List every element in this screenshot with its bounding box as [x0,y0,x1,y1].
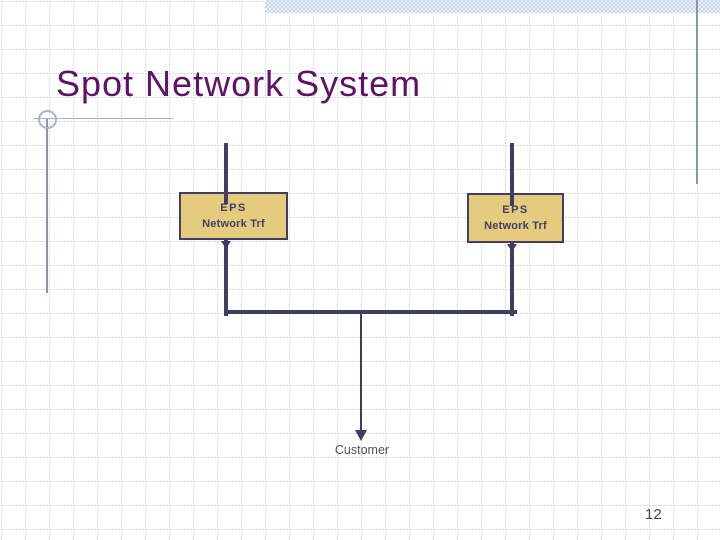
right-transformer-box: EPS Network Trf [467,193,564,243]
right-arrowhead-icon [507,244,517,252]
bus-line [225,310,517,314]
left-feeder-stub [224,194,228,204]
left-arrowhead-icon [221,241,231,249]
left-transformer-box: EPS Network Trf [179,192,288,240]
customer-label: Customer [334,443,390,457]
ornament-circle-icon [38,110,57,129]
ornament-horizontal-line [33,118,173,119]
customer-drop-line [360,314,362,431]
transformer-label-line2: Network Trf [484,220,547,232]
top-accent-band [265,0,720,13]
customer-arrowhead-icon [355,430,367,441]
transformer-label-line2: Network Trf [202,218,265,230]
transformer-label-line1: EPS [220,202,247,214]
transformer-label-line1: EPS [502,204,529,216]
page-number: 12 [645,506,662,523]
ornament-vertical-line [46,119,48,293]
right-feeder-stub [510,195,514,206]
slide-title: Spot Network System [56,63,422,104]
right-edge-line [696,0,698,184]
